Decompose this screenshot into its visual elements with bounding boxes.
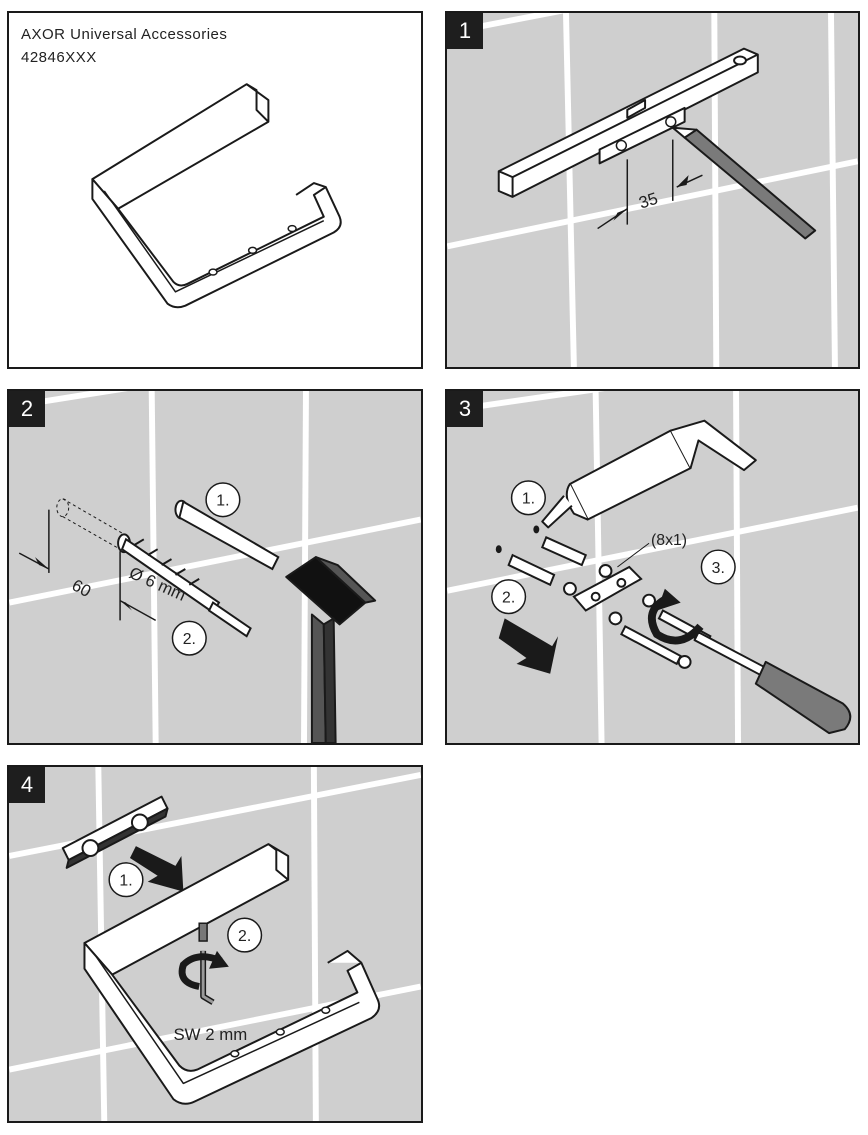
step-1-panel: 35 1 <box>445 11 860 369</box>
step-4-panel: 1. 2. SW 2 mm 4 <box>7 765 423 1123</box>
step-1-badge: 1 <box>447 13 483 49</box>
step-2-callout-1: 1. <box>216 493 229 510</box>
step-4-illustration: 1. 2. SW 2 mm <box>9 767 421 1121</box>
dimension-35-label: 35 <box>636 189 660 213</box>
product-overview-panel: AXOR Universal Accessories 42846XXX <box>7 11 423 369</box>
step-1-illustration: 35 <box>447 13 858 367</box>
product-title-block: AXOR Universal Accessories 42846XXX <box>21 23 227 69</box>
paper-holder-illustration <box>91 83 342 309</box>
step-2-badge: 2 <box>9 391 45 427</box>
step-2-illustration: 60 Ø 6 mm 1. 2. <box>9 391 421 743</box>
step-2-panel: 60 Ø 6 mm 1. 2. 2 <box>7 389 423 745</box>
step-4-callout-2: 2. <box>238 928 251 945</box>
step-3-badge: 3 <box>447 391 483 427</box>
depth-60-label: 60 <box>69 576 94 602</box>
step-3-callout-2: 2. <box>502 590 515 607</box>
step-4-callout-1: 1. <box>119 873 132 890</box>
step-3-illustration: 1. 2. 3. (8x1) <box>447 391 858 743</box>
hex-key-size-label: SW 2 mm <box>173 1025 247 1044</box>
product-code: 42846XXX <box>21 49 97 66</box>
step-4-badge: 4 <box>9 767 45 803</box>
step-2-callout-2: 2. <box>183 631 196 648</box>
seal-size-label: (8x1) <box>651 532 687 549</box>
step-3-callout-1: 1. <box>522 491 535 508</box>
step-3-callout-3: 3. <box>712 560 725 577</box>
brand-line: AXOR Universal Accessories <box>21 26 228 43</box>
step-3-panel: 1. 2. 3. (8x1) 3 <box>445 389 860 745</box>
